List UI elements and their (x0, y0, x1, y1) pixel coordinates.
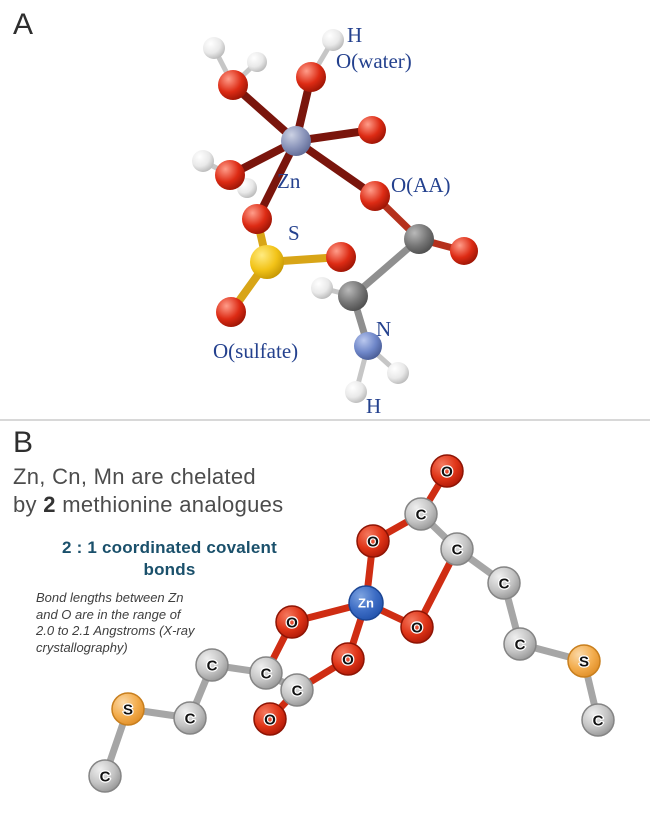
atom-o (218, 70, 248, 100)
annotation-osulfate: O(sulfate) (213, 339, 298, 363)
note-line: and O are in the range of (36, 606, 181, 622)
atom-letter-o: O (286, 614, 298, 631)
atom-h (311, 277, 333, 299)
atom-h (203, 37, 225, 59)
panel-divider (0, 419, 650, 421)
annotation-s: S (288, 221, 300, 245)
atom-o (275, 605, 309, 639)
atom-letter-o: O (441, 463, 453, 480)
atom-letter-s: S (579, 653, 589, 670)
note-line: crystallography) (36, 639, 128, 655)
atom-o (326, 242, 356, 272)
atom-o (215, 160, 245, 190)
caption-count: 2 (43, 492, 56, 517)
atom-o (216, 297, 246, 327)
panel-b-label: B (13, 426, 34, 459)
chelation-caption: Zn, Cn, Mn are chelated by 2 methionine … (13, 463, 283, 519)
caption-line-2: by 2 methionine analogues (13, 491, 283, 519)
atom-c (280, 673, 314, 707)
atom-c (404, 224, 434, 254)
atom-letter-o: O (367, 533, 379, 550)
atom-zn (348, 585, 384, 621)
atom-letter-zn: Zn (358, 596, 374, 611)
panel-a-label: A (13, 8, 34, 41)
coordination-subtitle: 2 : 1 coordinated covalent bonds (22, 537, 317, 581)
atom-letter-c: C (261, 665, 272, 682)
atom-letter-o: O (264, 711, 276, 728)
atom-letter-c: C (515, 636, 526, 653)
atom-s (111, 692, 145, 726)
atom-letter-c: C (185, 710, 196, 727)
atom-o (400, 610, 434, 644)
atom-letter-c: C (593, 712, 604, 729)
annotation-n: N (376, 317, 391, 341)
annotation-zn: Zn (277, 169, 301, 193)
note-line: 2.0 to 2.1 Angstroms (X-ray (36, 623, 195, 638)
atom-h (247, 52, 267, 72)
atom-c (581, 703, 615, 737)
atom-o (430, 454, 464, 488)
atom-h (387, 362, 409, 384)
caption-line-2-prefix: by (13, 492, 44, 517)
atom-c (404, 497, 438, 531)
atom-o (331, 642, 365, 676)
atom-o (360, 181, 390, 211)
atom-letter-s: S (123, 701, 133, 718)
atom-c (503, 627, 537, 661)
subtitle-line-1: 2 : 1 coordinated covalent (62, 538, 277, 557)
atom-c (88, 759, 122, 793)
atom-zn (281, 126, 311, 156)
atom-letter-c: C (207, 657, 218, 674)
annotation-oaa: O(AA) (391, 173, 450, 197)
atom-c (338, 281, 368, 311)
annotation-h: H (347, 23, 362, 47)
atom-letter-o: O (411, 619, 423, 636)
atom-s (567, 644, 601, 678)
caption-line-1: Zn, Cn, Mn are chelated (13, 464, 256, 489)
atom-c (440, 532, 474, 566)
atom-letter-c: C (452, 541, 463, 558)
atom-o (253, 702, 287, 736)
atom-letter-c: C (499, 575, 510, 592)
atom-o (450, 237, 478, 265)
atom-o (242, 204, 272, 234)
atom-o (296, 62, 326, 92)
atom-h (345, 381, 367, 403)
annotation-h: H (366, 394, 381, 418)
atom-o (358, 116, 386, 144)
atom-letter-c: C (292, 682, 303, 699)
atom-c (249, 656, 283, 690)
atom-n (354, 332, 382, 360)
bond-length-note: Bond lengths between Zn and O are in the… (36, 590, 194, 656)
atom-c (195, 648, 229, 682)
atom-c (173, 701, 207, 735)
atom-letter-c: C (416, 506, 427, 523)
caption-line-2-suffix: methionine analogues (55, 492, 284, 517)
atom-h (192, 150, 214, 172)
note-line: Bond lengths between Zn (36, 590, 184, 605)
atom-s (250, 245, 284, 279)
annotation-owater: O(water) (336, 49, 412, 73)
bond (292, 137, 379, 200)
atom-o (356, 524, 390, 558)
atom-letter-o: O (342, 651, 354, 668)
atom-c (487, 566, 521, 600)
atom-letter-c: C (100, 768, 111, 785)
subtitle-line-2: bonds (143, 560, 196, 579)
atom-h (322, 29, 344, 51)
